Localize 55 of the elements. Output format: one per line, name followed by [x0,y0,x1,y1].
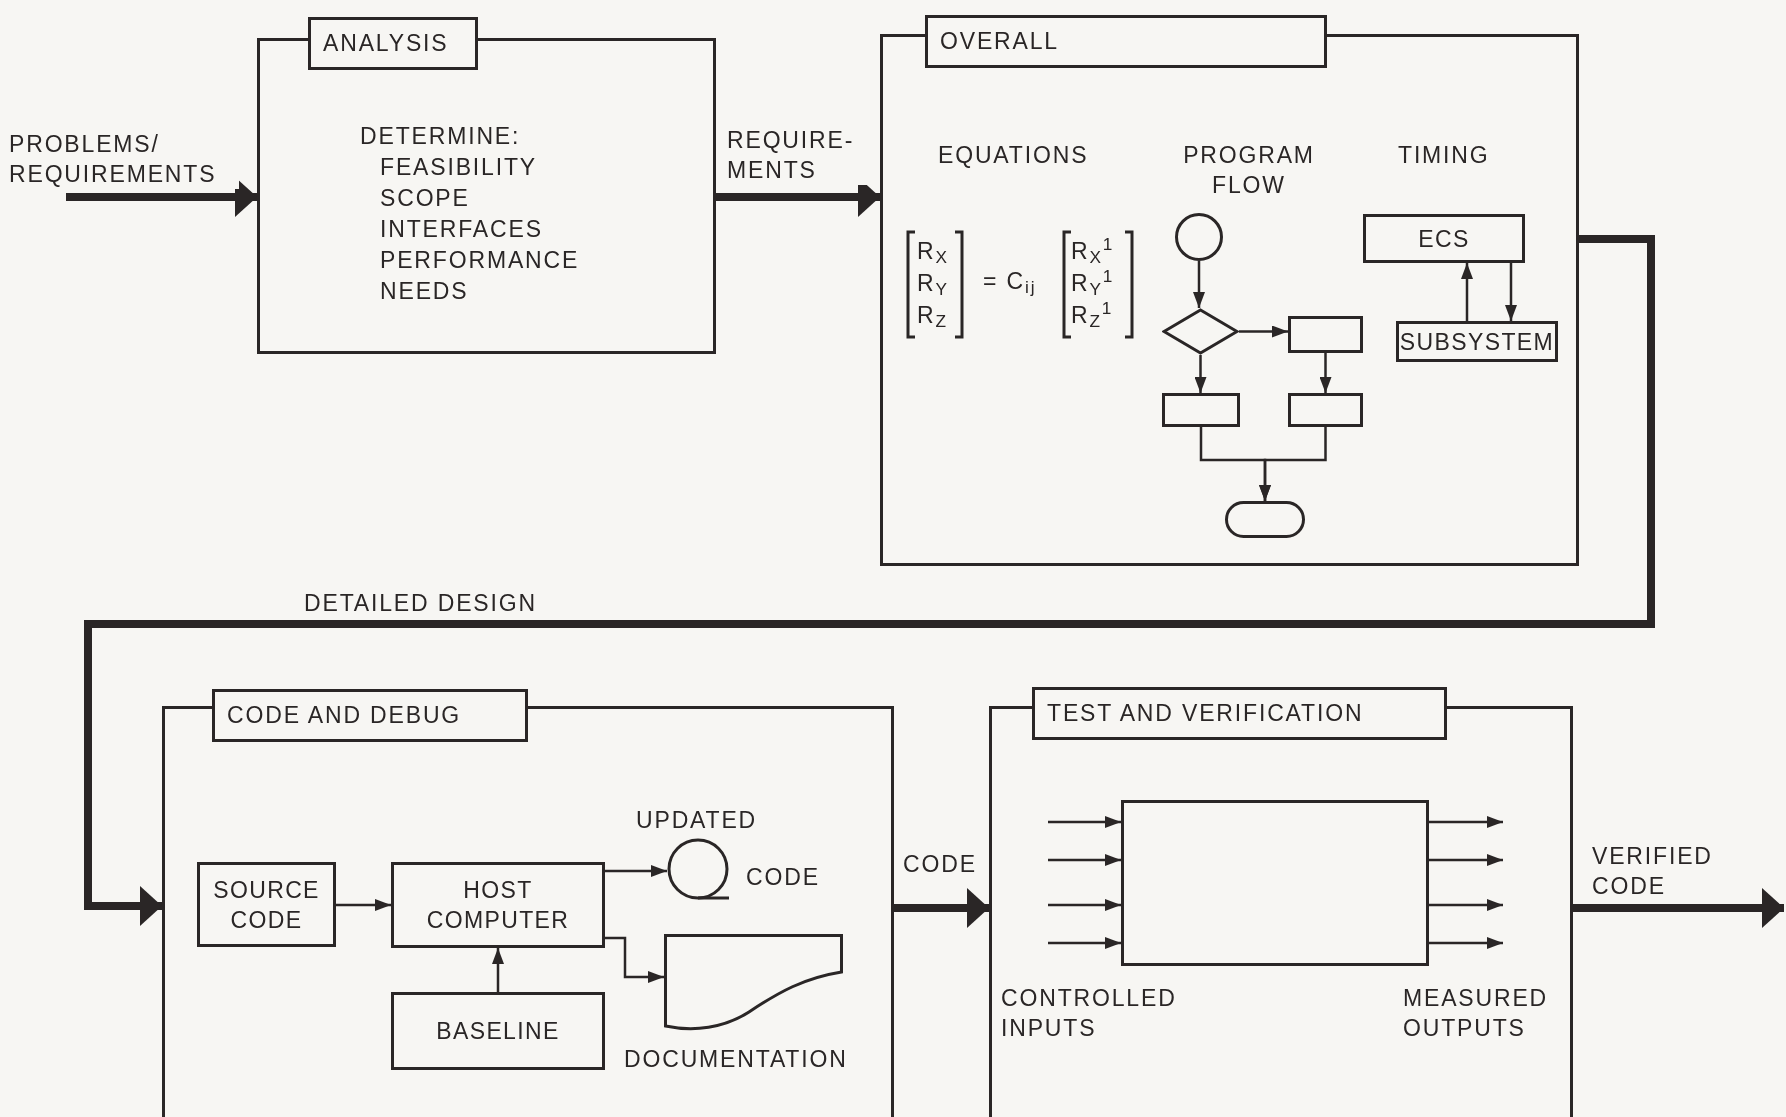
arrow [1048,899,1121,911]
decision-diamond [1162,308,1239,355]
arrow [605,936,664,983]
arrow [492,948,504,992]
document-symbol [664,934,843,1031]
list-item: NEEDS [379,277,470,306]
equation-term: = C$_{ij}$ [983,267,1037,296]
section-label: EQUATIONS [938,141,1089,170]
arrow [1505,263,1517,321]
list-item: PERFORMANCE [379,246,580,275]
process-box: ECS [1363,214,1525,263]
stage-title-tab: TEST AND VERIFICATION [1032,687,1447,740]
arrow [84,235,1655,926]
process-box: SOURCE CODE [197,862,336,947]
symbol-caption: DOCUMENTATION [624,1045,848,1074]
process-box: BASELINE [391,992,605,1070]
arrow [1048,816,1121,828]
arrow [1319,353,1332,393]
process-box: SUBSYSTEM [1396,321,1558,362]
process-box: HOST COMPUTER [391,862,605,948]
arrow [1048,854,1121,866]
arrow [1259,427,1327,501]
arrow [1193,261,1205,308]
section-label: PROGRAM FLOW [1182,141,1316,200]
process-box [1288,393,1363,427]
arrow [605,865,667,877]
body-heading: DETERMINE: [360,122,522,151]
section-label: CONTROLLED INPUTS [1001,984,1178,1043]
stage-title-tab: ANALYSIS [308,17,478,70]
symbol-caption: UPDATED [636,806,758,835]
equation-term: R$_{Y}$ [917,269,949,298]
arrow [1429,899,1503,911]
stage-title-tab: OVERALL [925,15,1327,68]
arrow [1239,325,1288,338]
equation-term: R$_{X}$ [917,237,949,266]
arrow [336,899,391,911]
arrow [1429,816,1503,828]
list-item: SCOPE [379,184,471,213]
arrow [1194,355,1207,393]
section-label: TIMING [1398,141,1490,170]
stage-title-tab: CODE AND DEBUG [212,689,528,742]
symbol-caption: CODE [746,863,820,892]
arrow [1429,854,1503,866]
process-box [1288,316,1363,353]
process-box [1121,800,1429,966]
arrow [1429,937,1503,949]
arrow [1461,263,1473,321]
process-box [1162,393,1240,427]
start-circle [1175,213,1223,261]
list-item: INTERFACES [379,215,544,244]
tape-reel-symbol [667,838,729,902]
arrow [1048,937,1121,949]
list-item: FEASIBILITY [379,153,538,182]
equation-term: R$_{Z}$ [917,301,948,330]
section-label: MEASURED OUTPUTS [1403,984,1550,1043]
